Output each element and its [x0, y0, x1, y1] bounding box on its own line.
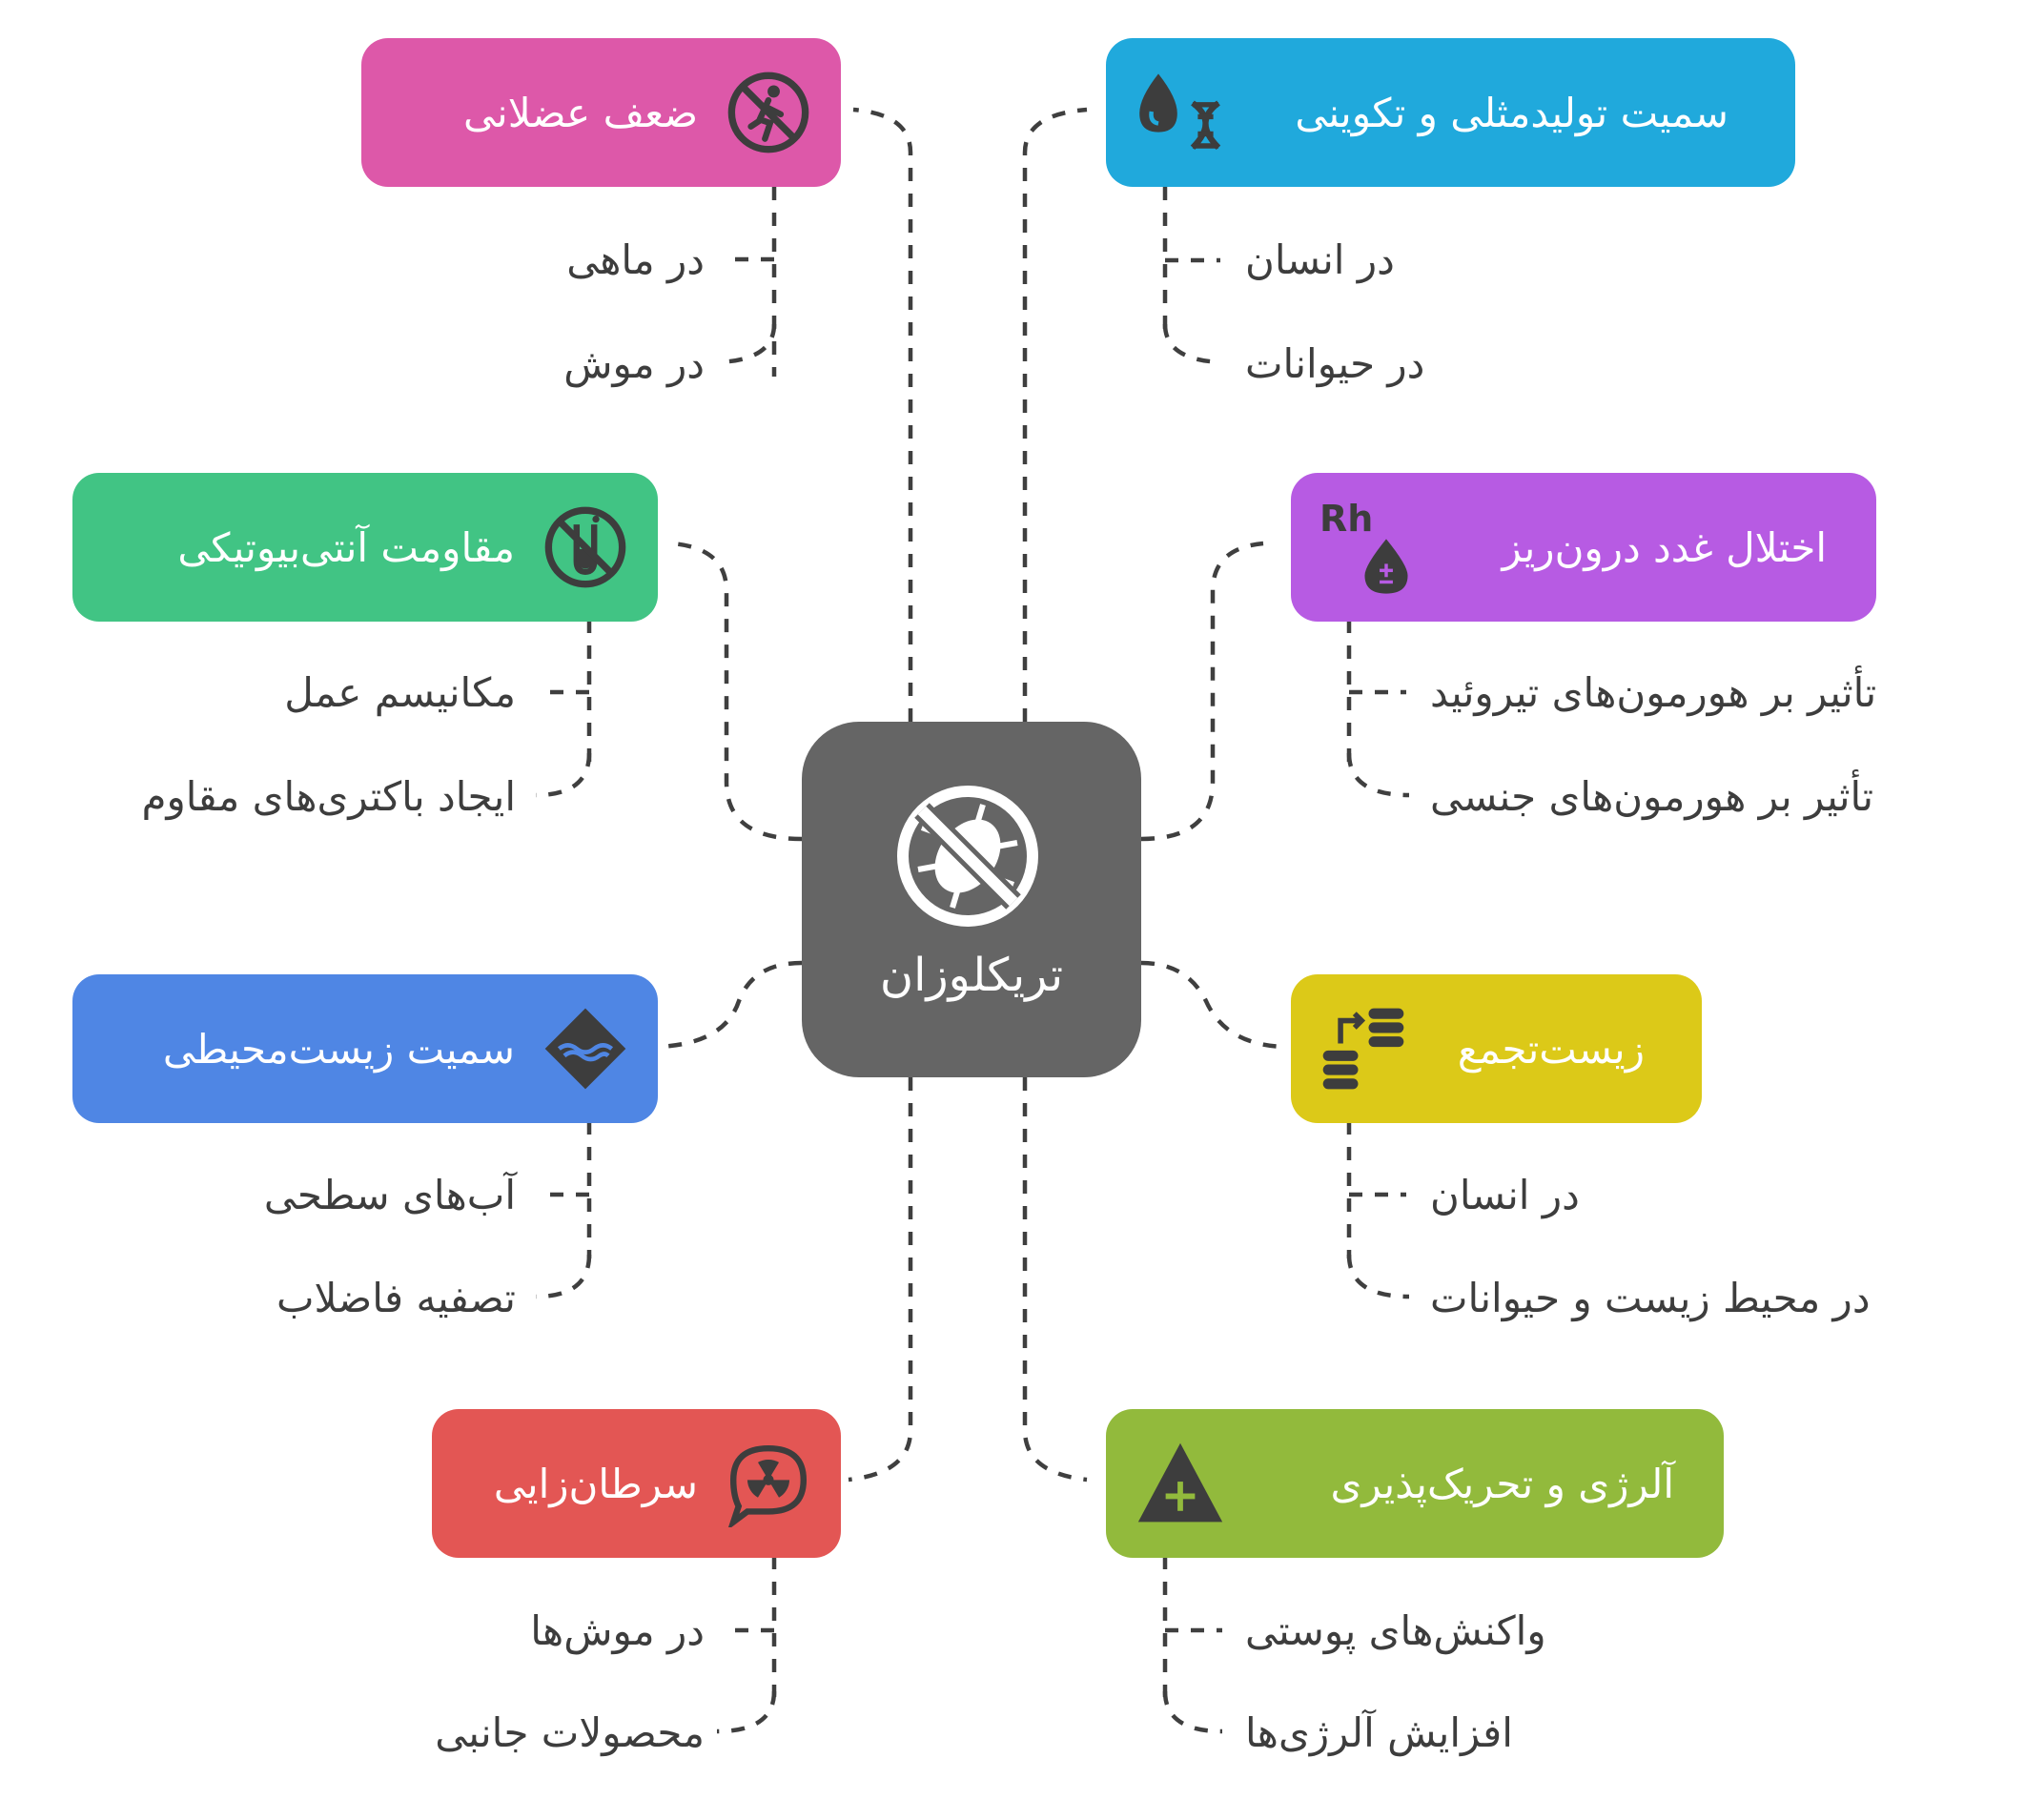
- branch-label: زیست‌تجمع: [1457, 1025, 1645, 1073]
- branch-label: آلرژی و تحریک‌پذیری: [1330, 1460, 1674, 1507]
- branch-node-endocrine-disruption[interactable]: اختلال غدد درون‌ریز Rh: [1291, 473, 1876, 622]
- center-label: تریکلوزان: [879, 949, 1064, 1002]
- sub-item-muscle-1: در ماهی: [566, 236, 705, 283]
- water-pollution-icon: [544, 1008, 626, 1090]
- sub-item-cancer-1: در موش‌ها: [530, 1607, 705, 1654]
- sub-item-environment-2: تصفیه فاضلاب: [276, 1275, 516, 1321]
- sub-item-environment-1: آب‌های سطحی: [263, 1172, 516, 1218]
- no-bacteria-icon: [897, 786, 1038, 927]
- branch-node-environmental-toxicity[interactable]: سمیت زیست‌محیطی: [72, 974, 658, 1123]
- rh-blood-icon: Rh: [1319, 498, 1415, 597]
- branch-label: سرطان‌زایی: [493, 1460, 698, 1507]
- branch-node-carcinogenicity[interactable]: سرطان‌زایی: [432, 1409, 841, 1558]
- sub-item-reproductive-1: در انسان: [1245, 236, 1395, 283]
- branch-node-muscle-weakness[interactable]: ضعف عضلانی: [361, 38, 841, 187]
- sub-item-antibiotic-2: ایجاد باکتری‌های مقاوم: [141, 773, 516, 820]
- sub-item-antibiotic-1: مکانیسم عمل: [284, 669, 516, 716]
- branch-node-antibiotic-resistance[interactable]: مقاومت آنتی‌بیوتیکی: [72, 473, 658, 622]
- sub-item-bioaccumulation-2: در محیط زیست و حیوانات: [1430, 1275, 1871, 1321]
- branch-node-allergy-irritation[interactable]: آلرژی و تحریک‌پذیری: [1106, 1409, 1724, 1558]
- branch-node-bioaccumulation[interactable]: زیست‌تجمع: [1291, 974, 1702, 1123]
- rh-text: Rh: [1319, 498, 1374, 540]
- sub-item-allergy-1: واکنش‌های پوستی: [1245, 1607, 1546, 1654]
- branch-label: ضعف عضلانی: [463, 89, 698, 136]
- warning-plus-icon: [1137, 1442, 1223, 1523]
- sub-item-endocrine-1: تأثیر بر هورمون‌های تیروئید: [1430, 669, 1877, 716]
- no-test-tube-icon: [544, 506, 626, 588]
- sub-item-allergy-2: افزایش آلرژی‌ها: [1245, 1709, 1513, 1756]
- sub-item-muscle-2: در موش: [563, 340, 705, 387]
- blood-dna-icon: [1139, 73, 1221, 151]
- connector-lines: [535, 107, 1410, 1734]
- sub-item-reproductive-2: در حیوانات: [1245, 340, 1425, 387]
- radiation-chat-icon: [727, 1444, 808, 1527]
- branch-label: سمیت تولیدمثلی و تکوینی: [1295, 89, 1728, 136]
- branch-label: اختلال غدد درون‌ریز: [1502, 523, 1827, 571]
- database-stack-icon: [1322, 1008, 1404, 1090]
- branch-node-reproductive-toxicity[interactable]: سمیت تولیدمثلی و تکوینی: [1106, 38, 1795, 187]
- branch-label: مقاومت آنتی‌بیوتیکی: [177, 523, 515, 571]
- sub-item-bioaccumulation-1: در انسان: [1430, 1172, 1580, 1218]
- sub-item-endocrine-2: تأثیر بر هورمون‌های جنسی: [1430, 773, 1874, 820]
- branch-label: سمیت زیست‌محیطی: [162, 1025, 515, 1073]
- no-running-person-icon: [727, 72, 809, 153]
- sub-item-cancer-2: محصولات جانبی: [435, 1709, 705, 1756]
- center-node[interactable]: [802, 722, 1141, 1077]
